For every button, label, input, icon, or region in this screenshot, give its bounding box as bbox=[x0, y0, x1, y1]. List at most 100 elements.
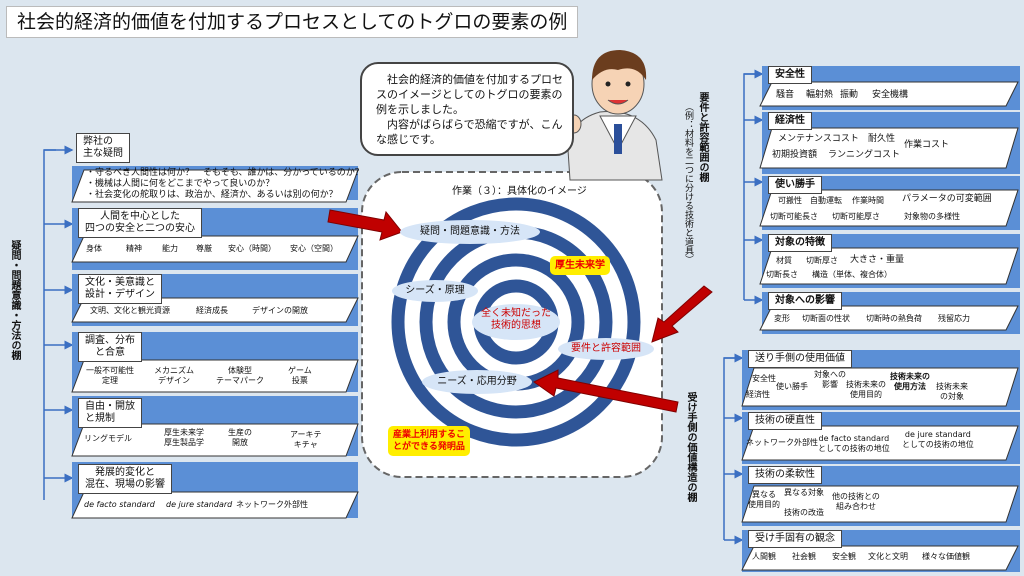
right-bottom-item: de jure standard としての技術の地位 bbox=[902, 430, 974, 449]
left-section-title: 人間を中心とした 四つの安全と二つの安心 bbox=[78, 208, 202, 238]
right-bottom-item: 経済性 bbox=[746, 390, 770, 399]
left-item: メカニズム デザイン bbox=[154, 366, 194, 385]
center-title: 作業（３）：具体化のイメージ bbox=[452, 186, 587, 197]
left-item: de jure standard bbox=[166, 500, 233, 509]
right-top-side-label: 要件と許容範囲の棚 bbox=[697, 92, 708, 182]
left-tree-lines bbox=[43, 145, 74, 500]
right-top-item: 耐久性 bbox=[868, 134, 896, 144]
right-top-item: 可搬性 bbox=[778, 196, 802, 205]
right-top-item: 騒音 bbox=[776, 90, 795, 100]
right-top-item: 材質 bbox=[776, 256, 792, 265]
right-top-item: パラメータの可変範囲 bbox=[902, 194, 992, 204]
right-top-section-title: 対象への影響 bbox=[768, 292, 842, 310]
left-parallelograms bbox=[71, 169, 359, 519]
label-future-studies: 厚生未来学 bbox=[550, 256, 610, 275]
right-top-item: 残留応力 bbox=[938, 314, 970, 323]
right-top-item: 作業時間 bbox=[852, 196, 884, 205]
left-item: 経済成長 bbox=[196, 306, 228, 315]
label-question: 疑問・問題意識・方法 bbox=[400, 220, 540, 244]
left-item: ネットワーク外部性 bbox=[236, 500, 308, 509]
right-bottom-item: 技術の改造 bbox=[784, 508, 824, 517]
left-item: ゲーム 投票 bbox=[288, 366, 312, 385]
right-bottom-item: 社会観 bbox=[792, 552, 816, 561]
right-bottom-item: de facto standard としての技術の地位 bbox=[818, 434, 890, 453]
right-bottom-item: 異なる対象 bbox=[784, 488, 824, 497]
right-top-item: 対象物の多様性 bbox=[904, 212, 960, 221]
speech-bubble: 社会的経済的価値を付加するプロセスのイメージとしてのトグロの要素の例を示しました… bbox=[360, 62, 574, 156]
right-top-section-title: 経済性 bbox=[768, 112, 812, 130]
left-item: デザインの開放 bbox=[252, 306, 308, 315]
right-top-item: 切断時の熱負荷 bbox=[866, 314, 922, 323]
right-bottom-item: 他の技術との 組み合わせ bbox=[832, 492, 880, 511]
left-item: ・社会変化の舵取りは、政治か、経済か、あるいは別の何か？ bbox=[86, 190, 338, 200]
left-section-title: 文化・美意識と 設計・デザイン bbox=[78, 274, 162, 304]
right-bottom-item: 技術未来 の対象 bbox=[936, 382, 968, 401]
label-requirements: 要件と許容範囲 bbox=[558, 338, 654, 360]
left-item: 身体 bbox=[86, 244, 102, 253]
right-top-item: メンテナンスコスト bbox=[778, 134, 859, 144]
left-item: 安心（時間） bbox=[228, 244, 276, 253]
left-section-title: 調査、分布 と合意 bbox=[78, 332, 142, 362]
left-item: 精神 bbox=[126, 244, 142, 253]
right-bottom-item: ネットワーク外部性 bbox=[746, 438, 818, 447]
left-side-label: 疑問・問題意識・方法の棚 bbox=[9, 240, 20, 360]
left-item: 一般不可能性 定理 bbox=[86, 366, 134, 385]
right-top-item: 安全機構 bbox=[872, 90, 909, 100]
left-item: リングモデル bbox=[84, 434, 132, 443]
right-top-item: 切断面の性状 bbox=[802, 314, 850, 323]
left-section-title: 発展的変化と 混在、現場の影響 bbox=[78, 464, 172, 494]
right-bottom-item: 使い勝手 bbox=[776, 382, 808, 391]
right-top-item: 切断可能長さ bbox=[770, 212, 818, 221]
label-core-idea: 全く未知だった 技術的思想 bbox=[472, 304, 560, 340]
right-top-parallelograms bbox=[759, 81, 1019, 331]
right-top-item: ランニングコスト bbox=[828, 150, 901, 160]
left-item: アーキテ キチャ bbox=[290, 430, 322, 449]
red-arrows bbox=[327, 209, 713, 413]
right-top-lines bbox=[743, 69, 764, 305]
right-bottom-item: 安全観 bbox=[832, 552, 856, 561]
right-top-item: 振動 bbox=[840, 90, 859, 100]
right-top-item: 構造（単体、複合体） bbox=[812, 270, 892, 279]
right-bottom-side-label: 受け手側の価値構造の棚 bbox=[685, 392, 696, 502]
right-top-section-title: 安全性 bbox=[768, 66, 812, 84]
right-top-item: 初期投資額 bbox=[772, 150, 818, 160]
right-top-side-note: （例：材料を二つに分ける技術と道具） bbox=[683, 102, 693, 264]
left-item: ・守るべき人間性は何か？ そもそも、誰かは、分かっているのか？ bbox=[86, 168, 364, 178]
left-item: 安心（空間） bbox=[290, 244, 338, 253]
right-bottom-item: 対象への 影響 bbox=[814, 370, 846, 389]
left-item: ・機械は人間に何をどこまでやって良いのか？ bbox=[86, 179, 275, 189]
right-top-item: 輻射熱 bbox=[806, 90, 834, 100]
character-illustration bbox=[566, 50, 663, 181]
right-bottom-item: 異なる 使用目的 bbox=[748, 490, 780, 509]
left-section-title: 弊社の 主な疑問 bbox=[76, 133, 130, 163]
left-item: 尊厳 bbox=[196, 244, 212, 253]
left-section-title: 自由・開放 と規制 bbox=[78, 398, 142, 428]
label-invention: 産業上利用するこ とができる発明品 bbox=[388, 426, 471, 456]
right-bottom-item: 人間観 bbox=[752, 552, 776, 561]
right-bottom-section-title: 技術の柔軟性 bbox=[748, 466, 822, 484]
right-top-item: 作業コスト bbox=[904, 140, 950, 150]
right-bottom-item: 安全性 bbox=[752, 374, 776, 383]
label-seeds: シーズ・原理 bbox=[392, 280, 478, 302]
left-item: 体験型 テーマパーク bbox=[216, 366, 264, 385]
page-title: 社会的経済的価値を付加するプロセスとしてのトグロの要素の例 bbox=[6, 6, 579, 38]
right-top-section-title: 対象の特徴 bbox=[768, 234, 832, 252]
right-bottom-item: 技術未来の 使用目的 bbox=[846, 380, 886, 399]
right-top-item: 切断長さ bbox=[766, 270, 798, 279]
right-top-section-title: 使い勝手 bbox=[768, 176, 822, 194]
right-bottom-item: 様々な価値観 bbox=[922, 552, 970, 561]
left-item: 能力 bbox=[162, 244, 178, 253]
right-top-item: 変形 bbox=[774, 314, 790, 323]
left-item: 生産の 開放 bbox=[228, 428, 252, 447]
left-item: de facto standard bbox=[84, 500, 155, 509]
right-top-item: 切断厚さ bbox=[806, 256, 838, 265]
right-bottom-item: 文化と文明 bbox=[868, 552, 908, 561]
right-top-item: 自動運転 bbox=[810, 196, 842, 205]
right-bottom-section-title: 送り手側の使用価値 bbox=[748, 350, 852, 368]
left-item: 文明、文化と観光資源 bbox=[90, 306, 170, 315]
right-bottom-section-title: 技術の硬直性 bbox=[748, 412, 822, 430]
right-top-item: 大きさ・重量 bbox=[850, 255, 905, 265]
label-needs: ニーズ・応用分野 bbox=[422, 370, 532, 394]
right-top-item: 切断可能厚さ bbox=[832, 212, 880, 221]
right-bottom-section-title: 受け手固有の観念 bbox=[748, 530, 842, 548]
